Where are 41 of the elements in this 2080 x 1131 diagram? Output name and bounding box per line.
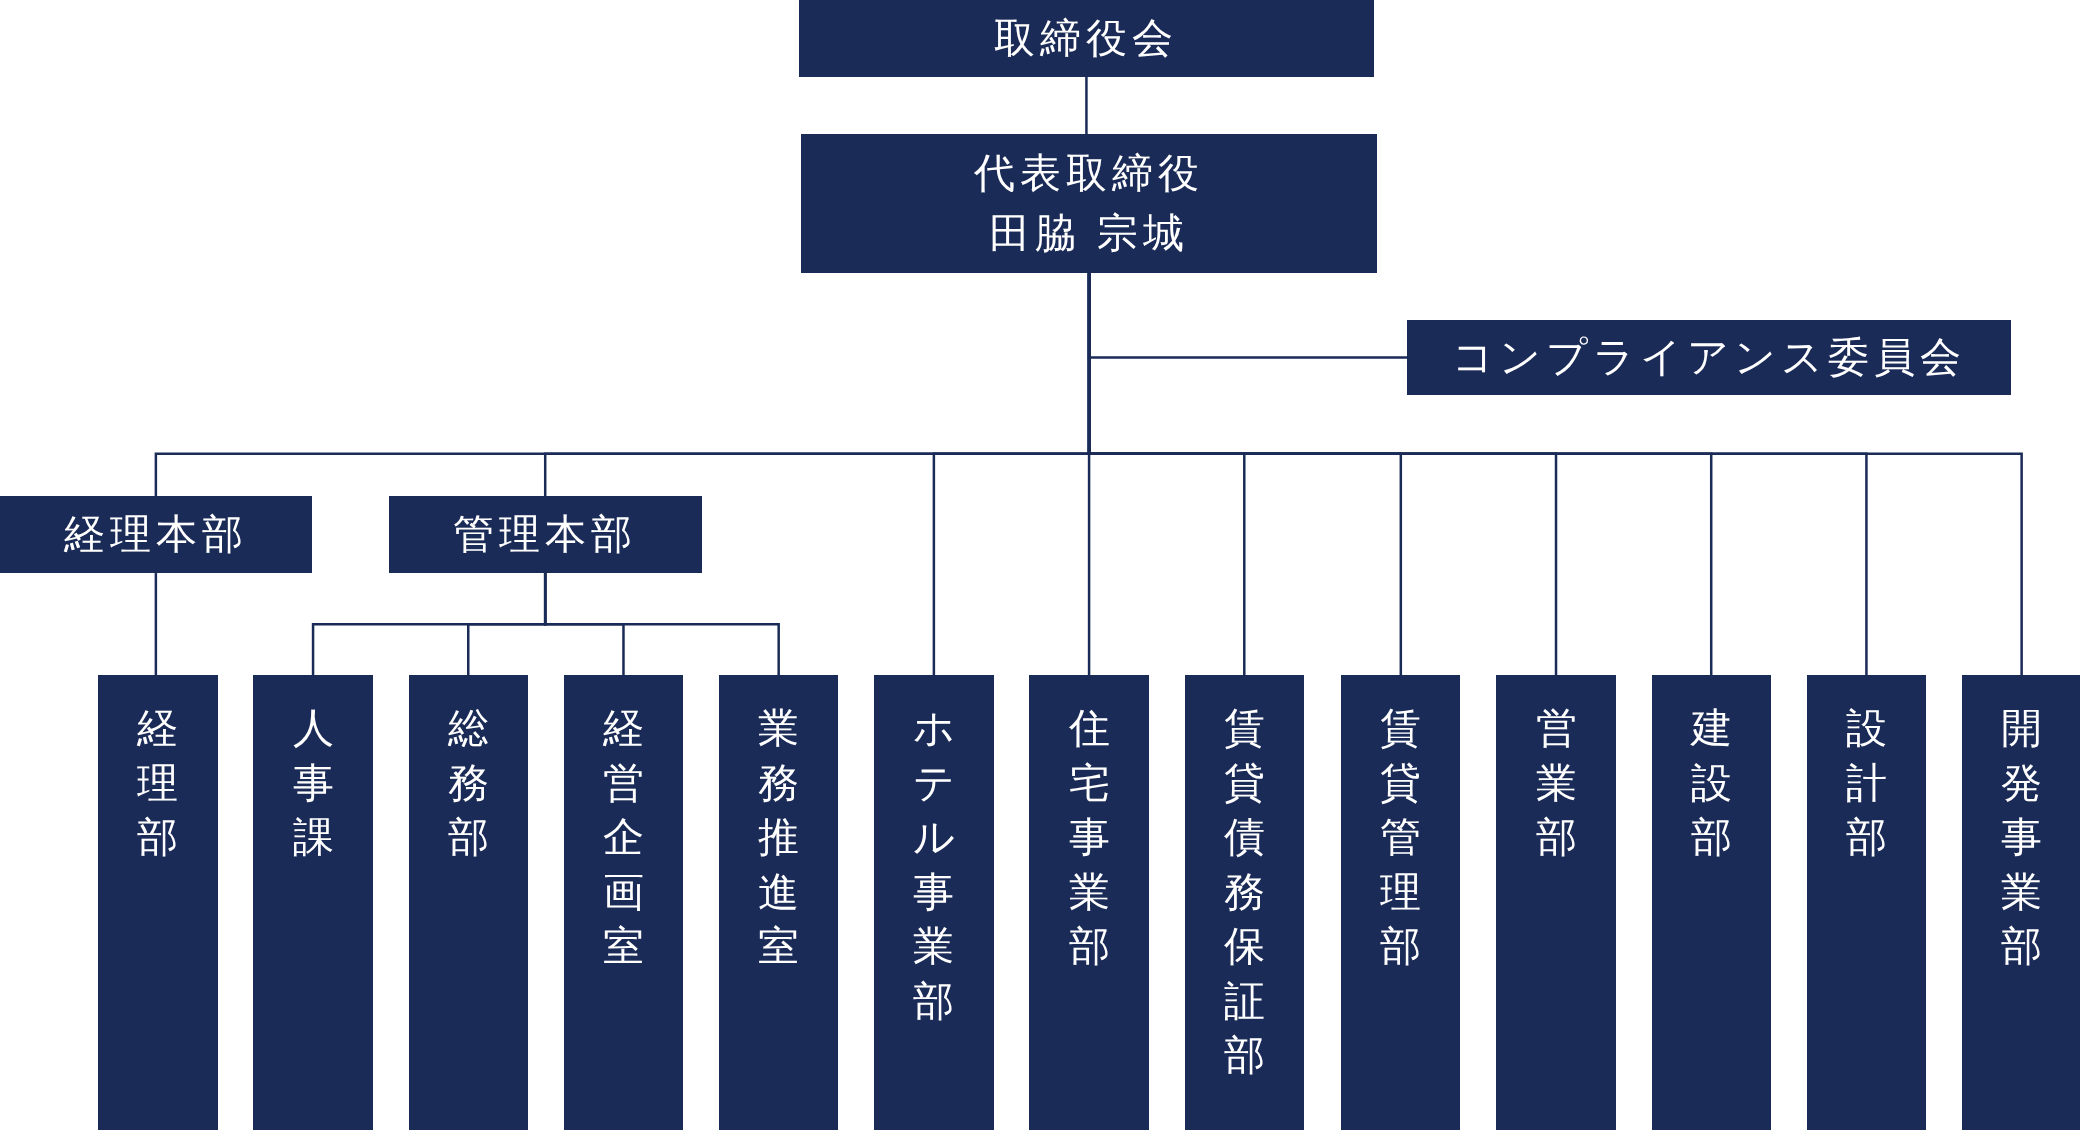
box-label: 代表取締役 — [974, 149, 1205, 199]
box-label: 総務部 — [447, 704, 490, 863]
department-box — [1029, 675, 1149, 1131]
department-box — [563, 675, 684, 1131]
box-label: 経理部 — [136, 704, 179, 863]
department-box — [874, 675, 994, 1131]
connector-line — [543, 573, 780, 676]
box-label: 住宅事業部 — [1068, 704, 1111, 972]
box-label: 建設部 — [1690, 704, 1733, 863]
box-label: 賃貸管理部 — [1379, 704, 1422, 972]
connector-line — [1087, 273, 2023, 676]
box-label: 経営企画室 — [602, 704, 645, 972]
department-box — [718, 675, 839, 1131]
box-label: 取締役会 — [994, 13, 1179, 63]
org-box — [1407, 319, 2011, 396]
department-box — [98, 675, 218, 1131]
department-box — [1651, 675, 1771, 1131]
box-label: 営業部 — [1535, 704, 1577, 863]
org-box — [388, 496, 702, 574]
department-box — [1496, 675, 1616, 1131]
box-label: 賃貸債務保証部 — [1223, 704, 1266, 1081]
box-label: 業務推進室 — [757, 704, 800, 972]
connector-line — [154, 573, 158, 676]
box-label: ホテル事業部 — [912, 704, 955, 1026]
department-box — [408, 675, 528, 1131]
org-box — [0, 496, 312, 574]
box-label: 管理本部 — [453, 509, 638, 559]
department-box — [1961, 675, 2080, 1131]
box-label: コンプライアンス委員会 — [1452, 332, 1967, 382]
box-label: 田脇 宗城 — [989, 208, 1189, 258]
org-box — [798, 0, 1375, 77]
department-box — [1341, 675, 1461, 1131]
box-label: 設計部 — [1845, 704, 1888, 863]
box-label: 開発事業部 — [2000, 704, 2043, 972]
department-box — [253, 675, 373, 1131]
box-label: 経理本部 — [63, 509, 248, 559]
department-box — [1806, 675, 1927, 1131]
org-box — [801, 133, 1377, 274]
box-label: 人事課 — [292, 704, 335, 863]
connector-line — [1085, 76, 1088, 134]
department-box — [1184, 675, 1304, 1131]
